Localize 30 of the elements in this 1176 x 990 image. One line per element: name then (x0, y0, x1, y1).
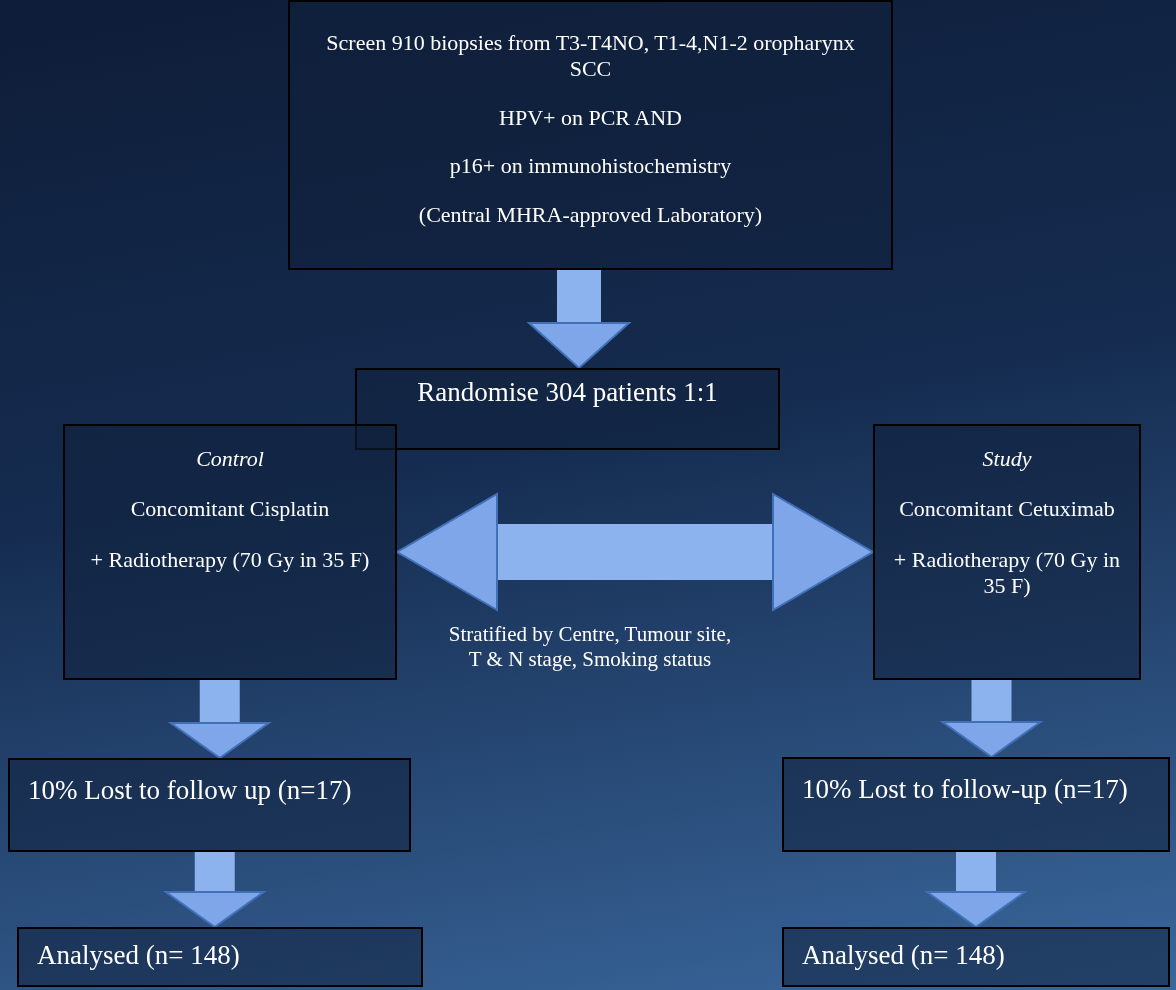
box-text: Randomise 304 patients 1:1 (416, 376, 719, 409)
arm-heading: Study (981, 446, 1033, 473)
process-box (288, 0, 893, 270)
box-text: Analysed (n= 148) (37, 939, 241, 972)
arm-heading: Control (195, 446, 265, 473)
box-text: 10% Lost to follow-up (n=17) (802, 773, 1129, 806)
box-text: Analysed (n= 148) (802, 939, 1006, 972)
process-box (873, 424, 1141, 680)
process-box (8, 758, 411, 852)
block-arrow (528, 270, 630, 369)
process-box (63, 424, 397, 680)
block-arrow (926, 852, 1026, 928)
block-arrow (941, 680, 1042, 758)
block-arrow (169, 680, 270, 759)
box-text: HPV+ on PCR AND (498, 104, 683, 132)
process-box (782, 757, 1170, 852)
process-box (355, 368, 780, 450)
block-arrow (396, 493, 874, 611)
box-text: Concomitant Cisplatin (129, 496, 331, 523)
process-box (17, 927, 423, 987)
block-arrow (164, 852, 265, 928)
box-text: p16+ on immunohistochemistry (448, 153, 733, 180)
box-text: + Radiotherapy (70 Gy in 35 F) (892, 546, 1122, 600)
box-text: (Central MHRA-approved Laboratory) (417, 201, 764, 228)
box-text: 10% Lost to follow up (n=17) (28, 774, 353, 807)
box-text: Screen 910 biopsies from T3-T4NO, T1-4,N1-2 oropharynx SCC (325, 30, 856, 83)
box-text: + Radiotherapy (70 Gy in 35 F) (89, 546, 371, 574)
process-box (782, 927, 1170, 987)
box-text: Concomitant Cetuximab (898, 496, 1116, 523)
note-text: Stratified by Centre, Tumour site, T & N stage, Smoking status (447, 622, 733, 673)
